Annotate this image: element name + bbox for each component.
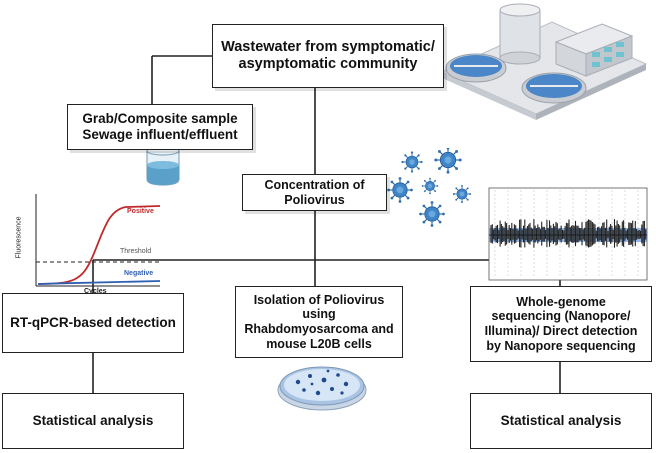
negative-label: Negative xyxy=(124,270,154,277)
box-rtqpcr-line-1: RT-qPCR-based detection xyxy=(10,315,176,331)
poliovirus-particles-icon xyxy=(386,148,472,228)
treatment-plant-illustration xyxy=(440,3,648,120)
box-concentration-line-1: Concentration of xyxy=(264,177,365,192)
box-wgs-line-4: by Nanopore sequencing xyxy=(486,338,636,353)
box-wgs-line-2: sequencing (Nanopore/ xyxy=(491,309,631,324)
box-wastewater: Wastewater from symptomatic/ asymptomati… xyxy=(212,24,444,88)
box-isolation-line-3: Rhabdomyosarcoma and xyxy=(244,322,394,336)
x-axis-label: Cycles xyxy=(84,288,107,295)
box-wastewater-line-2: asymptomatic community xyxy=(238,56,418,72)
box-wgs-line-3: Illumina)/ Direct detection xyxy=(484,324,638,338)
negative-curve xyxy=(37,280,161,285)
box-stat-right-line-1: Statistical analysis xyxy=(500,413,622,429)
box-statistical-analysis-right: Statistical analysis xyxy=(470,393,652,449)
box-concentration-line-2: Poliovirus xyxy=(284,192,345,207)
threshold-label: Threshold xyxy=(120,248,152,255)
box-isolation-line-1: Isolation of Poliovirus xyxy=(253,292,385,307)
box-statistical-analysis-left: Statistical analysis xyxy=(2,393,184,449)
box-wastewater-line-1: Wastewater from symptomatic/ xyxy=(221,38,435,55)
box-wgs: Whole-genome sequencing (Nanopore/ Illum… xyxy=(470,286,652,362)
box-stat-left-line-1: Statistical analysis xyxy=(32,413,154,429)
sequencing-coverage-plot xyxy=(488,187,648,281)
box-grab-line-1: Grab/Composite sample xyxy=(82,111,238,127)
box-concentration: Concentration of Poliovirus xyxy=(242,174,387,211)
sample-beaker-icon xyxy=(146,146,180,186)
petri-dish-icon xyxy=(277,366,367,411)
box-grab-line-2: Sewage influent/effluent xyxy=(82,127,238,142)
box-isolation: Isolation of Poliovirus using Rhabdomyos… xyxy=(235,286,403,358)
box-isolation-line-4: mouse L20B cells xyxy=(266,336,372,351)
rtqpcr-amplification-plot xyxy=(35,194,161,287)
box-isolation-line-2: using xyxy=(302,307,336,322)
box-grab-sample: Grab/Composite sample Sewage influent/ef… xyxy=(67,104,253,150)
positive-curve xyxy=(37,205,161,285)
box-rtqpcr: RT-qPCR-based detection xyxy=(2,293,184,353)
y-axis-label: Fluorescence xyxy=(15,216,23,259)
positive-label: Positive xyxy=(127,208,154,215)
box-wgs-line-1: Whole-genome xyxy=(516,294,606,309)
